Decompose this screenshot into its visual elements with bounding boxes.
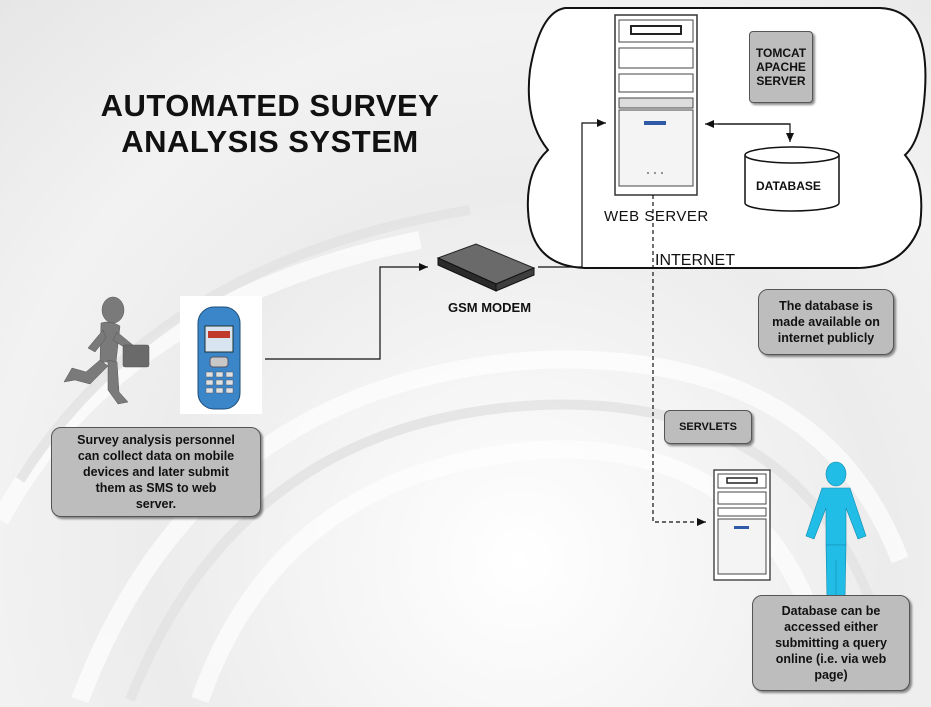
page-title: AUTOMATED SURVEY ANALYSIS SYSTEM	[100, 88, 440, 159]
tomcat-server-box: TOMCAT APACHE SERVER	[749, 31, 813, 103]
database-access-note: Database can be accessed either submitti…	[752, 595, 910, 691]
web-server-icon	[614, 14, 698, 196]
servlet-server-icon	[713, 469, 771, 581]
personnel-figure	[63, 296, 150, 405]
database-user-figure	[805, 461, 867, 605]
servlets-box: SERVLETS	[664, 410, 752, 444]
gsm-modem-label: GSM MODEM	[448, 300, 532, 315]
web-server-label: WEB SERVER	[604, 208, 709, 225]
personnel-note: Survey analysis personnel can collect da…	[51, 427, 261, 517]
internet-label: INTERNET	[655, 252, 735, 269]
gsm-modem-icon	[436, 243, 536, 292]
database-label: DATABASE	[756, 179, 821, 193]
database-public-note: The database is made available on intern…	[758, 289, 894, 355]
internet-cloud	[526, 7, 927, 269]
mobile-phone-icon	[180, 296, 262, 414]
database-icon	[744, 146, 840, 212]
